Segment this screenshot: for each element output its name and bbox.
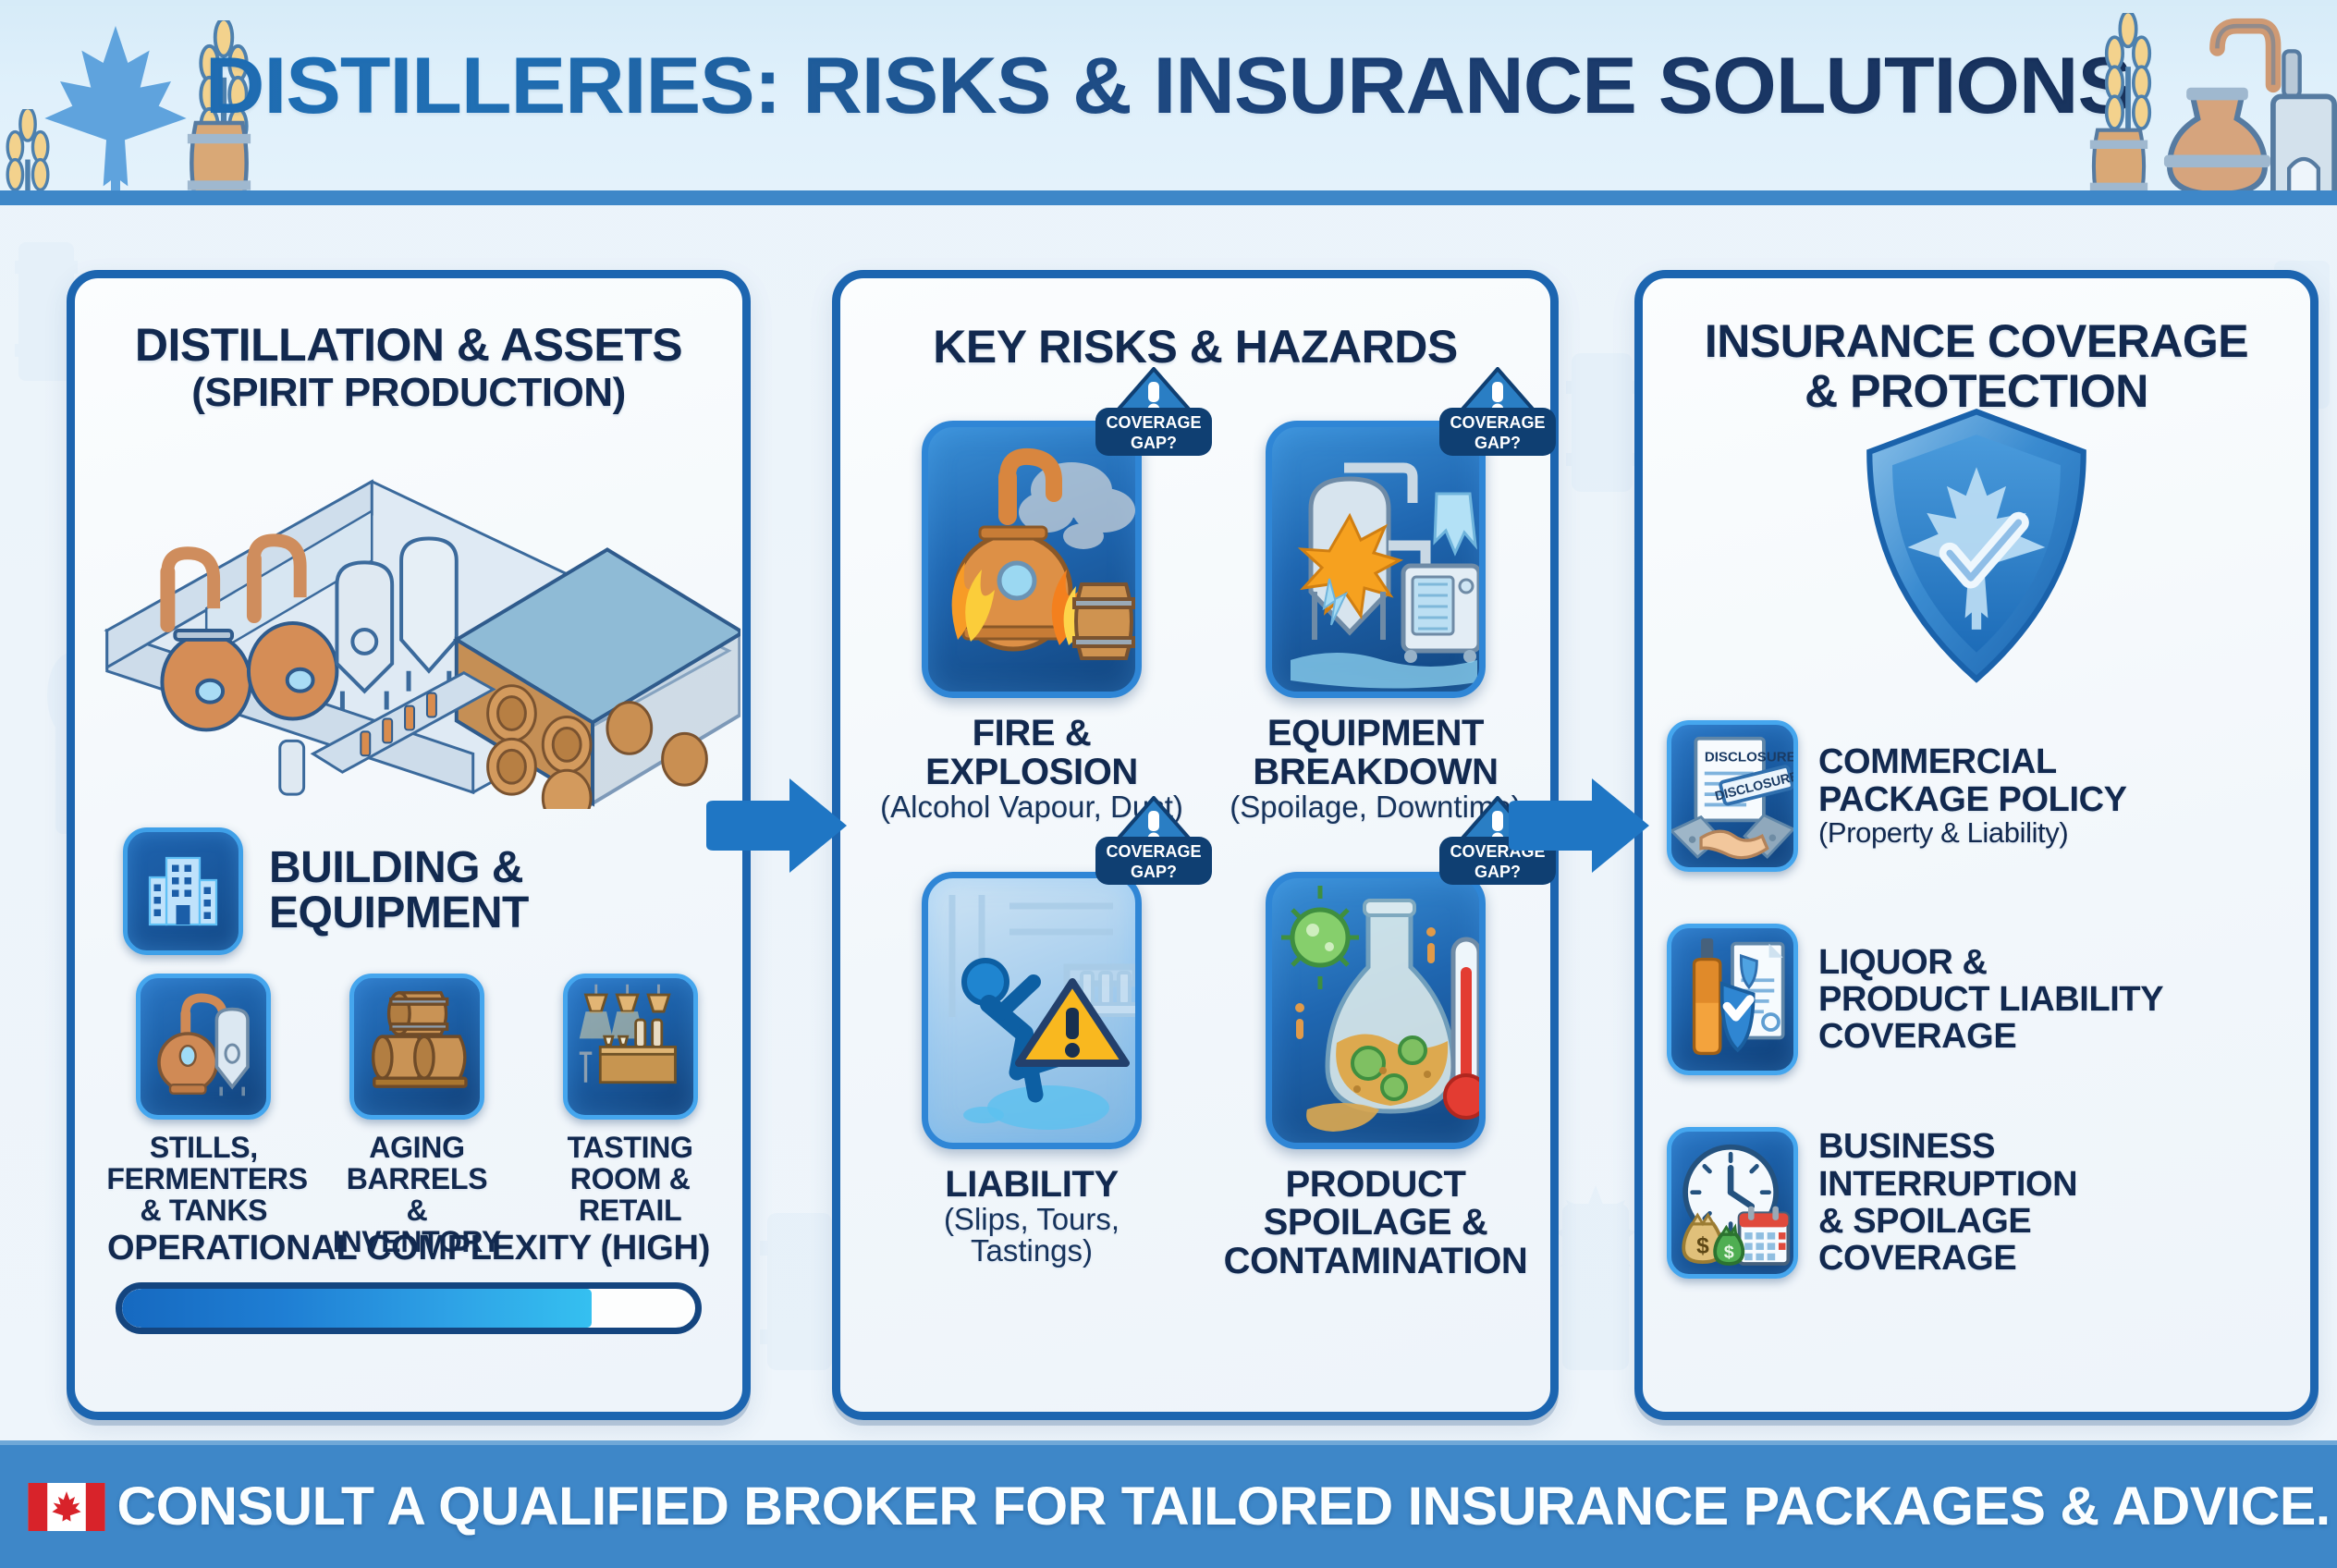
building-equipment-row: BUILDING & EQUIPMENT [123,822,715,961]
panel-2-title: KEY RISKS & HAZARDS [933,321,1458,373]
handshake-disclosure-icon: DISCLOSURE DISCLOSURE [1671,736,1793,860]
tasting-room-icon-tile [562,974,698,1120]
svg-text:COVERAGE: COVERAGE [1450,413,1545,432]
slip-fall-liability-icon-tile [922,871,1142,1149]
coverage-gap-badge[interactable]: COVERAGE GAP? [1084,795,1223,896]
flow-arrow-assets-to-risks [706,778,847,873]
asset-label-stills: STILLS,FERMENTERS& TANKS [106,1131,308,1227]
still-fermenter-icon [157,993,251,1096]
svg-text:GAP?: GAP? [1131,434,1177,452]
asset-item-stills[interactable]: STILLS,FERMENTERS& TANKS [106,974,308,1227]
risk-grid: COVERAGE GAP? FIRE &EXPLOSION (Alcohol V… [872,367,1556,1281]
contamination-flask-icon-tile [1266,871,1486,1149]
panel-3-title-line1: INSURANCE COVERAGE [1704,315,2249,367]
risk-sub-equipment: (Spoilage, Downtime) [1230,790,1522,825]
condenser-icon [2270,49,2337,190]
panel-1-title: DISTILLATION & ASSETS (SPIRIT PRODUCTION… [75,319,742,415]
panel-1-title-main: DISTILLATION & ASSETS [134,319,683,371]
wheat-icon [6,109,50,190]
aging-barrels-icon-tile [349,974,484,1120]
panel-distillation-assets: DISTILLATION & ASSETS (SPIRIT PRODUCTION… [67,270,751,1420]
flow-arrow-risks-to-coverage [1509,778,1649,873]
panel-3-title: INSURANCE COVERAGE & PROTECTION [1643,315,2310,417]
risk-sub-fire: (Alcohol Vapour, Dust) [880,790,1183,825]
svg-text:COVERAGE: COVERAGE [1106,842,1201,861]
panel-1-subtitle: (SPIRIT PRODUCTION) [191,369,626,415]
footer-banner: CONSULT A QUALIFIED BROKER FOR TAILORED … [0,1440,2337,1568]
svg-text:DISCLOSURE: DISCLOSURE [1705,749,1793,765]
svg-text:GAP?: GAP? [1474,863,1521,881]
complexity-progress-bar [116,1282,702,1334]
clock-money-calendar-icon: $ $ [1682,1144,1791,1266]
clock-money-calendar-icon-tile: $ $ [1667,1127,1798,1279]
barrel-icon [187,120,251,190]
header-bar: DISTILLERIES: RISKS & INSURANCE SOLUTION… [0,0,2337,205]
handshake-disclosure-icon-tile: DISCLOSURE DISCLOSURE [1667,720,1798,872]
canada-flag-icon [28,1482,105,1531]
asset-tiles-row: STILLS,FERMENTERS& TANKS [97,974,737,1258]
building-equipment-label: BUILDING & EQUIPMENT [269,843,529,937]
risk-sub-liability: (Slips, Tours,Tastings) [943,1202,1120,1268]
maple-leaf-icon [44,26,187,190]
panel-key-risks: KEY RISKS & HAZARDS [832,270,1559,1420]
footer-message: CONSULT A QUALIFIED BROKER FOR TAILORED … [116,1476,2331,1537]
building-icon-tile[interactable] [123,827,243,955]
canadian-shield-check-icon [1866,408,2086,683]
coverage-item-package[interactable]: DISCLOSURE DISCLOSURE [1667,694,2292,898]
svg-text:GAP?: GAP? [1474,434,1521,452]
risk-label-liability: LIABILITY (Slips, Tours,Tastings) [872,1165,1192,1268]
svg-text:$: $ [1696,1234,1709,1259]
barrel-icon [2089,128,2148,190]
coverage-gap-badge[interactable]: COVERAGE GAP? [1428,367,1567,467]
liquor-liability-icon-tile [1667,924,1798,1075]
building-icon [148,856,218,926]
svg-text:$: $ [1724,1242,1734,1262]
coverage-sub-package: (Property & Liability) [1818,815,2069,849]
risk-label-fire: FIRE &EXPLOSION (Alcohol Vapour, Dust) [872,714,1192,825]
hero-shield-wrap [1643,408,2310,685]
equipment-breakdown-icon [1291,462,1479,689]
tasting-room-icon [579,984,677,1084]
distillery-isometric-scene [104,479,740,809]
building-label-line1: BUILDING & [269,843,523,893]
svg-text:COVERAGE: COVERAGE [1106,413,1201,432]
page-title: DISTILLERIES: RISKS & INSURANCE SOLUTION… [0,41,2337,132]
building-label-line2: EQUIPMENT [269,888,529,937]
fire-explosion-icon-tile [922,421,1142,698]
contamination-flask-icon [1281,885,1479,1132]
complexity-label: OPERATIONAL COMPLEXITY (HIGH) [106,1229,711,1268]
coverage-items-list: DISCLOSURE DISCLOSURE [1667,694,2292,1305]
liquor-liability-icon [1692,938,1785,1056]
slip-fall-liability-icon [948,894,1135,1130]
complexity-progress-fill [122,1289,593,1328]
risk-item-fire[interactable]: COVERAGE GAP? FIRE &EXPLOSION (Alcohol V… [872,367,1212,825]
still-fermenter-icon-tile [136,974,272,1120]
pot-still-icon [2163,18,2282,190]
panel-insurance-coverage: INSURANCE COVERAGE & PROTECTION [1634,270,2319,1420]
coverage-gap-badge[interactable]: COVERAGE GAP? [1084,367,1223,467]
risk-item-liability[interactable]: COVERAGE GAP? LIABILITY (Slips, Tours,Ta… [872,795,1212,1281]
svg-text:GAP?: GAP? [1131,863,1177,881]
panel-3-title-line2: & PROTECTION [1805,364,2148,417]
equipment-breakdown-icon-tile [1266,421,1486,698]
fire-explosion-icon [951,447,1135,660]
aging-barrels-icon [371,991,468,1088]
